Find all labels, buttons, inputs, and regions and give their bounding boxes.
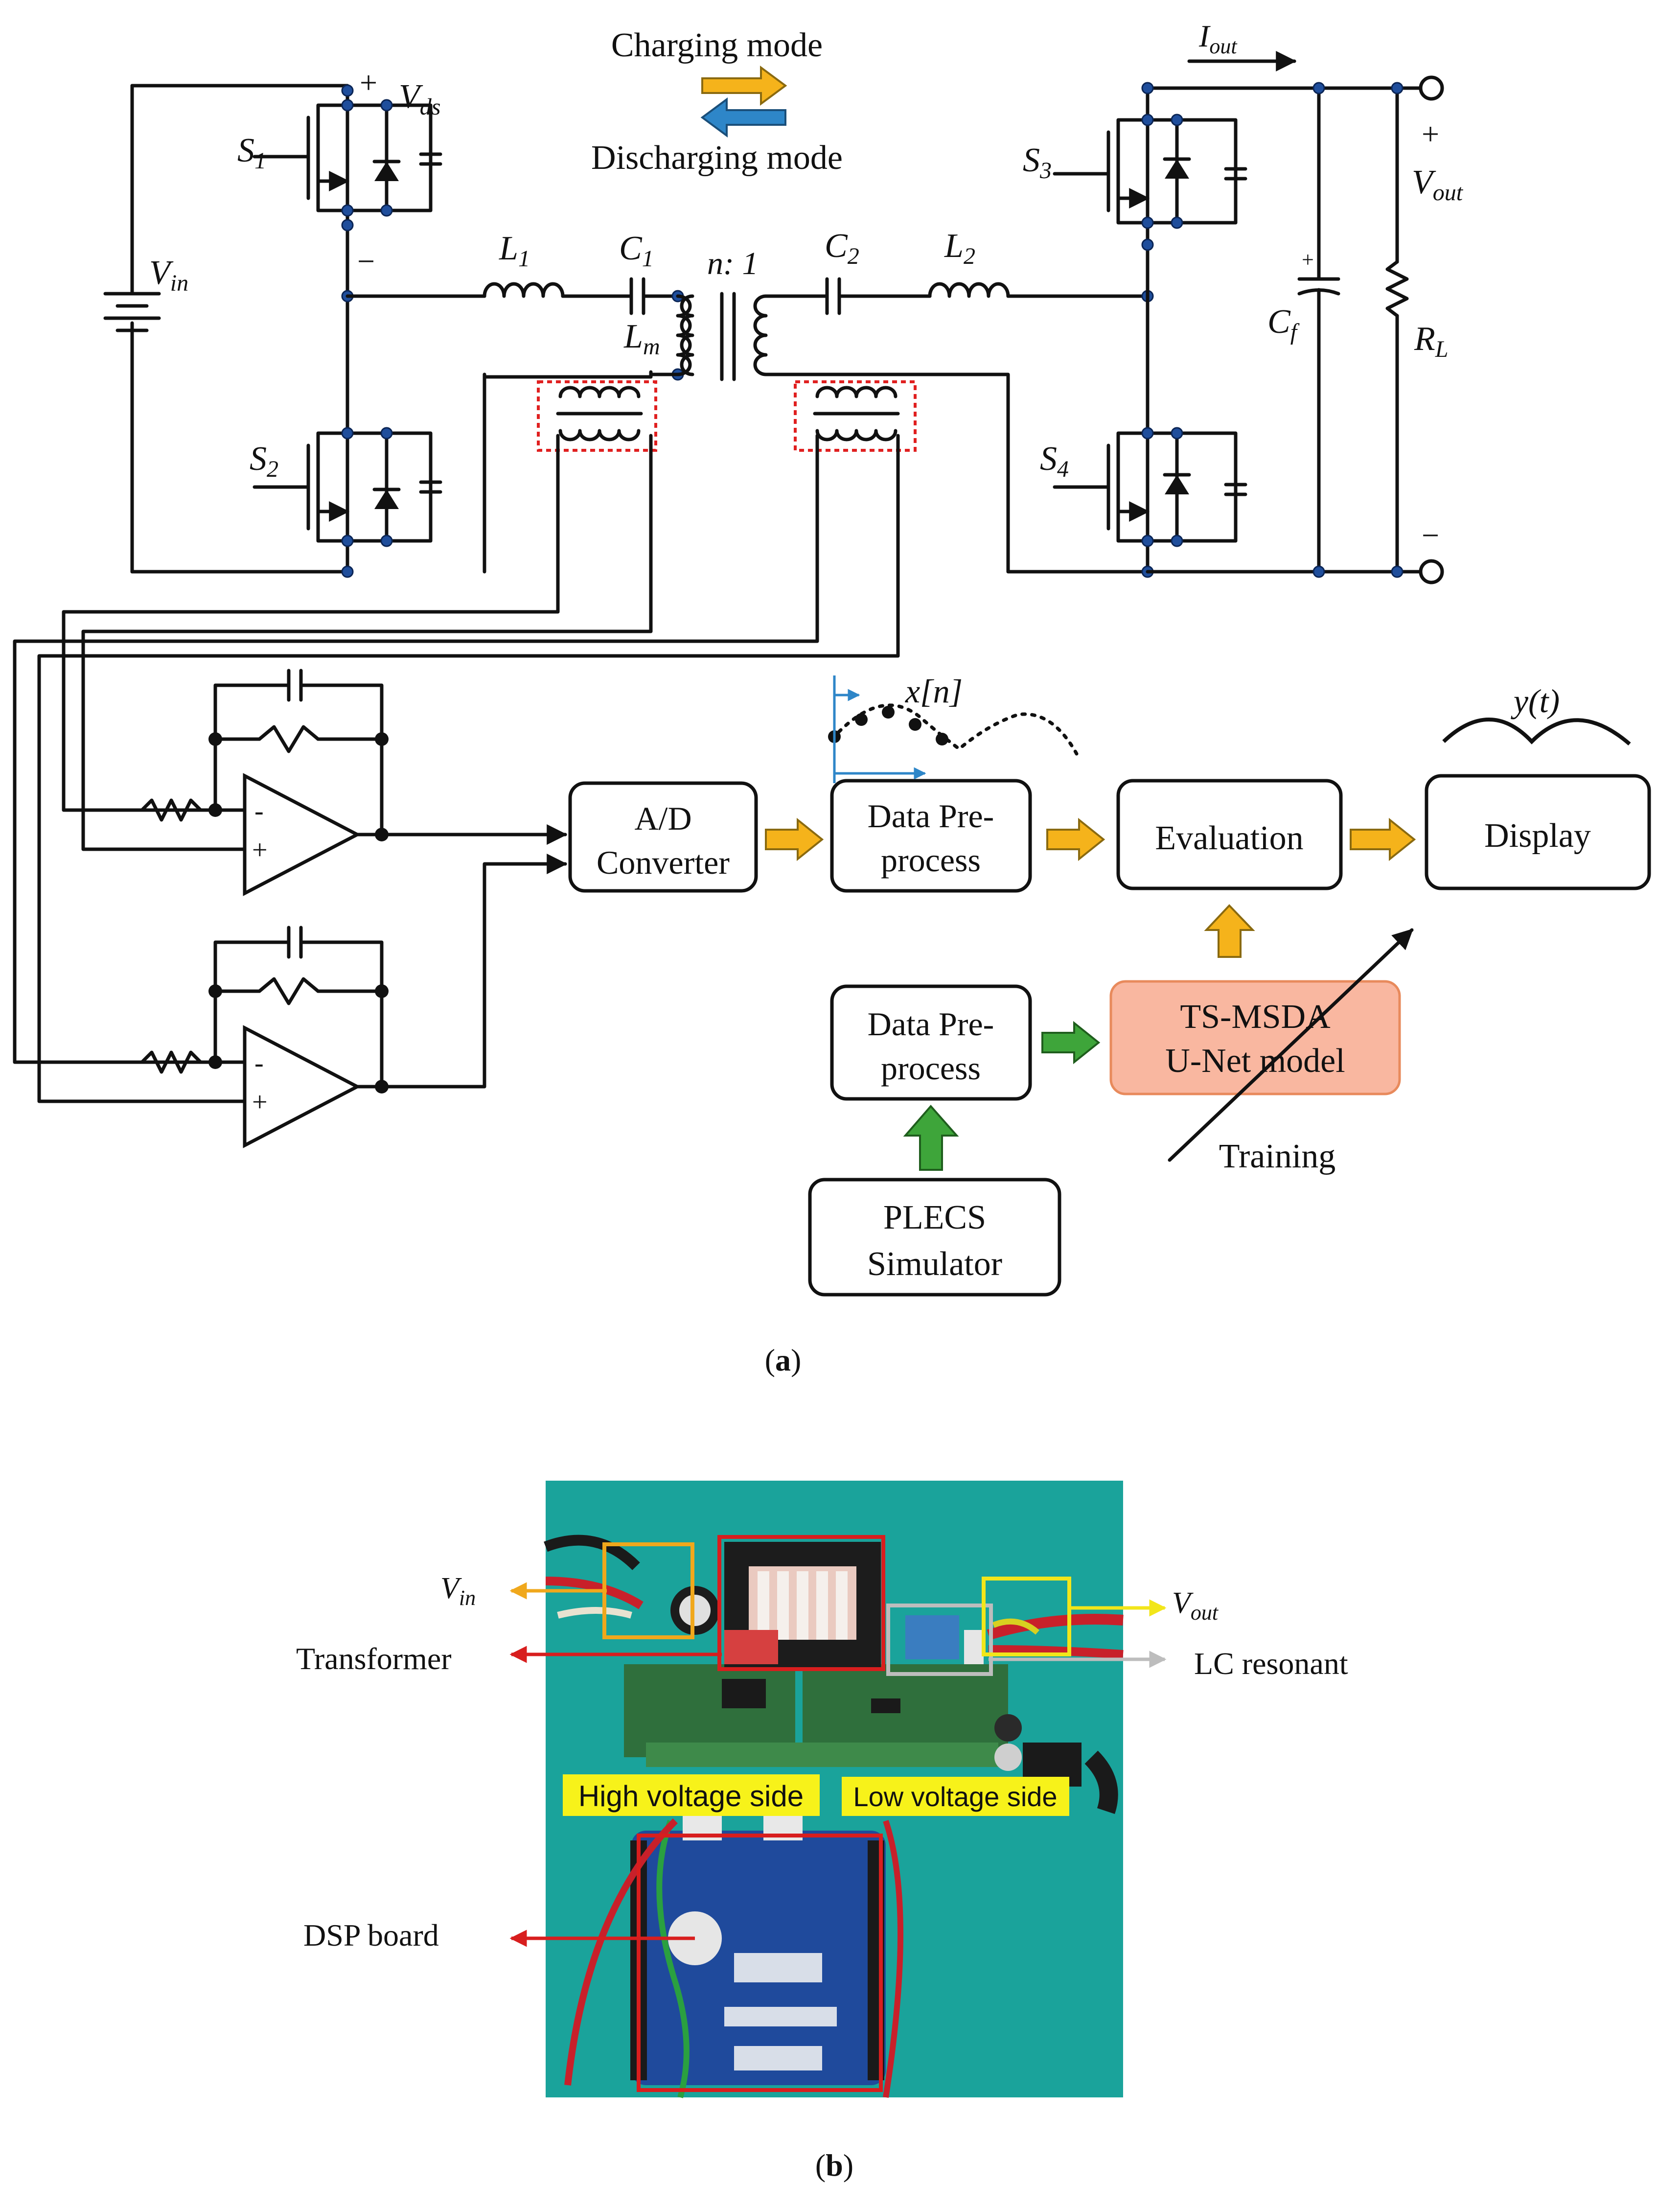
photo-dsp-label: DSP board [303,1918,439,1953]
arrow-simulator-to-preprocess [903,1104,959,1171]
output-waveform-icon [1442,718,1631,746]
s3-label: S3 [1023,141,1052,184]
current-sensor-right [794,380,917,452]
lc-resonant-highlight-box [886,1604,993,1676]
vout-label: Vout [1412,163,1464,206]
svg-text:Display: Display [1484,817,1591,855]
opamp-2-icon [140,854,568,1148]
switch-s4-icon [1053,427,1247,578]
turns-ratio-label: n: 1 [707,246,758,281]
arrow-adc-to-preprocess [765,817,824,861]
sampled-signal-icon [828,675,1079,783]
vout-plus: + [1422,116,1439,151]
power-circuit: Vin S1 + Vds − [103,19,1464,584]
display-block: Display [1425,774,1651,890]
svg-text:PLECS: PLECS [883,1199,986,1236]
arrow-model-to-evaluation [1204,904,1255,958]
inductor-l2-icon [928,282,1010,298]
vds-minus: − [357,244,375,279]
low-voltage-side-label: Low voltage side [853,1781,1057,1812]
switch-s1-icon [253,84,442,232]
opamp-1-minus: - [254,796,264,826]
arrow-preprocess-to-evaluation [1046,817,1105,861]
photo-lc-label: LC resonant [1194,1646,1348,1681]
training-arrow [1168,928,1414,1162]
c2-label: C2 [825,227,859,269]
discharging-mode-label: Discharging mode [591,139,843,177]
svg-text:U-Net model: U-Net model [1165,1042,1345,1080]
high-side-label-bg [563,1774,820,1816]
caption-a: (a) [765,1343,802,1377]
svg-text:Evaluation: Evaluation [1155,819,1303,857]
s4-label: S4 [1040,440,1069,482]
low-side-label-bg [842,1777,1069,1816]
cf-plus: + [1302,248,1314,272]
simulator-block: PLECS Simulator [808,1178,1061,1297]
adc-block: A/D Converter [568,781,758,893]
lm-label: Lm [623,318,660,360]
capacitor-c1-icon [629,277,645,315]
l2-label: L2 [944,227,975,269]
c1-label: C1 [619,230,654,272]
photo-vin-label: Vin [440,1572,476,1610]
svg-text:process: process [881,1049,981,1087]
arrow-evaluation-to-display [1350,817,1416,861]
photo-vout-label: Vout [1172,1586,1219,1625]
vout-minus: − [1422,518,1439,553]
vin-label: Vin [149,254,188,296]
cf-label: Cf [1267,303,1300,345]
svg-text:A/D: A/D [634,800,691,837]
output-terminal-negative [1419,559,1444,584]
inductor-l1-icon [483,282,565,298]
current-sensor-left [483,372,657,452]
high-voltage-side-label: High voltage side [578,1780,804,1813]
output-terminal-positive [1419,75,1444,101]
s2-label: S2 [250,440,278,482]
switch-s3-icon [1053,82,1247,251]
transformer-icon [649,290,768,381]
discharging-arrow [700,97,786,138]
svg-text:Simulator: Simulator [867,1245,1002,1283]
svg-text:Data Pre-: Data Pre- [868,797,994,835]
switch-s2-icon [253,427,442,578]
training-label: Training [1219,1138,1336,1175]
charging-arrow [701,66,787,106]
capacitor-cf-icon [1297,82,1340,578]
svg-text:process: process [881,841,981,879]
photo-transformer-label: Transformer [296,1641,452,1676]
signal-yt-label: y(t) [1511,682,1560,720]
opamp-1-plus: + [252,835,268,865]
resistor-rl-icon [1385,82,1409,578]
vds-plus: + [360,65,377,100]
preprocess-top-block: Data Pre- process [830,779,1032,893]
opamp-1-icon [140,669,568,896]
svg-text:Data Pre-: Data Pre- [868,1005,994,1043]
signal-xn-label: x[n] [905,673,963,710]
sensing-wires [13,375,900,1103]
dsp-highlight-box [637,1834,883,2092]
s1-label: S1 [237,132,266,174]
preprocess-bottom-block: Data Pre- process [830,984,1032,1101]
iout-label: Iout [1198,19,1238,58]
transformer-highlight-box [717,1535,885,1671]
opamp-2-minus: - [254,1048,264,1078]
caption-b: (b) [815,2148,853,2183]
l1-label: L1 [499,230,530,272]
rl-label: RL [1414,320,1448,362]
svg-text:Converter: Converter [597,844,730,881]
arrow-preprocess-to-model [1041,1021,1101,1065]
evaluation-block: Evaluation [1116,779,1343,890]
battery-icon [103,84,161,574]
vout-highlight-box [982,1577,1071,1656]
capacitor-c2-icon [825,277,841,315]
opamp-2-plus: + [252,1087,268,1117]
vds-label: Vds [399,78,440,120]
mode-legend: Charging mode Discharging mode [591,26,843,177]
charging-mode-label: Charging mode [611,26,823,64]
